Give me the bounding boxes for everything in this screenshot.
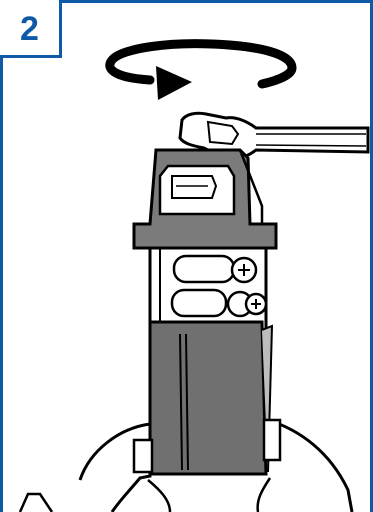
rotate-clockwise-arrow-icon <box>110 44 292 100</box>
adapter-body <box>150 248 266 330</box>
sleeve <box>150 322 272 474</box>
step-number: 2 <box>20 12 39 46</box>
step-number-badge: 2 <box>0 0 62 58</box>
adapter-head <box>134 150 276 248</box>
